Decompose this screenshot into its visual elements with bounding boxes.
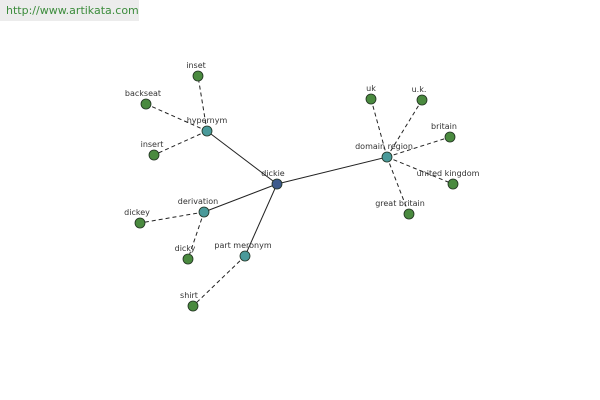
edge-dickie-domain_region bbox=[276, 156, 388, 185]
word-label-great_britain: great britain bbox=[375, 199, 425, 208]
edge-domain_region-great_britain bbox=[386, 156, 410, 215]
relation-label-part_meronym: part meronym bbox=[214, 241, 271, 250]
word-node-britain[interactable] bbox=[444, 131, 456, 143]
edge-domain_region-uk bbox=[370, 98, 388, 158]
relation-label-hypernym: hypernym bbox=[187, 116, 228, 125]
word-node-shirt[interactable] bbox=[187, 300, 199, 312]
word-node-insert[interactable] bbox=[148, 149, 160, 161]
edge-derivation-dickey bbox=[139, 211, 205, 224]
word-label-united_kingdom: united kingdom bbox=[417, 169, 480, 178]
edge-hypernym-inset bbox=[197, 75, 208, 132]
edge-dickie-part_meronym bbox=[244, 183, 278, 257]
word-label-dicky: dicky bbox=[175, 244, 196, 253]
edge-derivation-dicky bbox=[187, 211, 205, 260]
word-label-inset: inset bbox=[186, 61, 206, 70]
word-node-u_k[interactable] bbox=[416, 94, 428, 106]
center-node-label: dickie bbox=[261, 169, 285, 178]
word-node-great_britain[interactable] bbox=[403, 208, 415, 220]
word-node-uk[interactable] bbox=[365, 93, 377, 105]
word-label-u_k: u.k. bbox=[412, 85, 427, 94]
relation-node-derivation[interactable] bbox=[198, 206, 210, 218]
word-node-united_kingdom[interactable] bbox=[447, 178, 459, 190]
relation-node-domain_region[interactable] bbox=[381, 151, 393, 163]
word-label-britain: britain bbox=[431, 122, 457, 131]
relation-node-part_meronym[interactable] bbox=[239, 250, 251, 262]
word-label-backseat: backseat bbox=[125, 89, 161, 98]
edge-dickie-hypernym bbox=[206, 130, 278, 185]
edge-domain_region-united_kingdom bbox=[386, 156, 454, 185]
edge-hypernym-insert bbox=[153, 130, 208, 156]
word-node-dicky[interactable] bbox=[182, 253, 194, 265]
relation-label-derivation: derivation bbox=[178, 197, 218, 206]
word-label-dickey: dickey bbox=[124, 208, 150, 217]
site-url-link[interactable]: http://www.artikata.com bbox=[0, 0, 139, 21]
relation-node-hypernym[interactable] bbox=[201, 125, 213, 137]
word-label-shirt: shirt bbox=[180, 291, 198, 300]
word-node-dickey[interactable] bbox=[134, 217, 146, 229]
word-node-inset[interactable] bbox=[192, 70, 204, 82]
word-node-backseat[interactable] bbox=[140, 98, 152, 110]
relation-label-domain_region: domain region bbox=[355, 142, 413, 151]
edge-part_meronym-shirt bbox=[192, 255, 246, 307]
word-label-uk: uk bbox=[366, 84, 376, 93]
center-node-dickie[interactable] bbox=[271, 178, 283, 190]
edge-dickie-derivation bbox=[203, 183, 278, 213]
word-label-insert: insert bbox=[141, 140, 164, 149]
